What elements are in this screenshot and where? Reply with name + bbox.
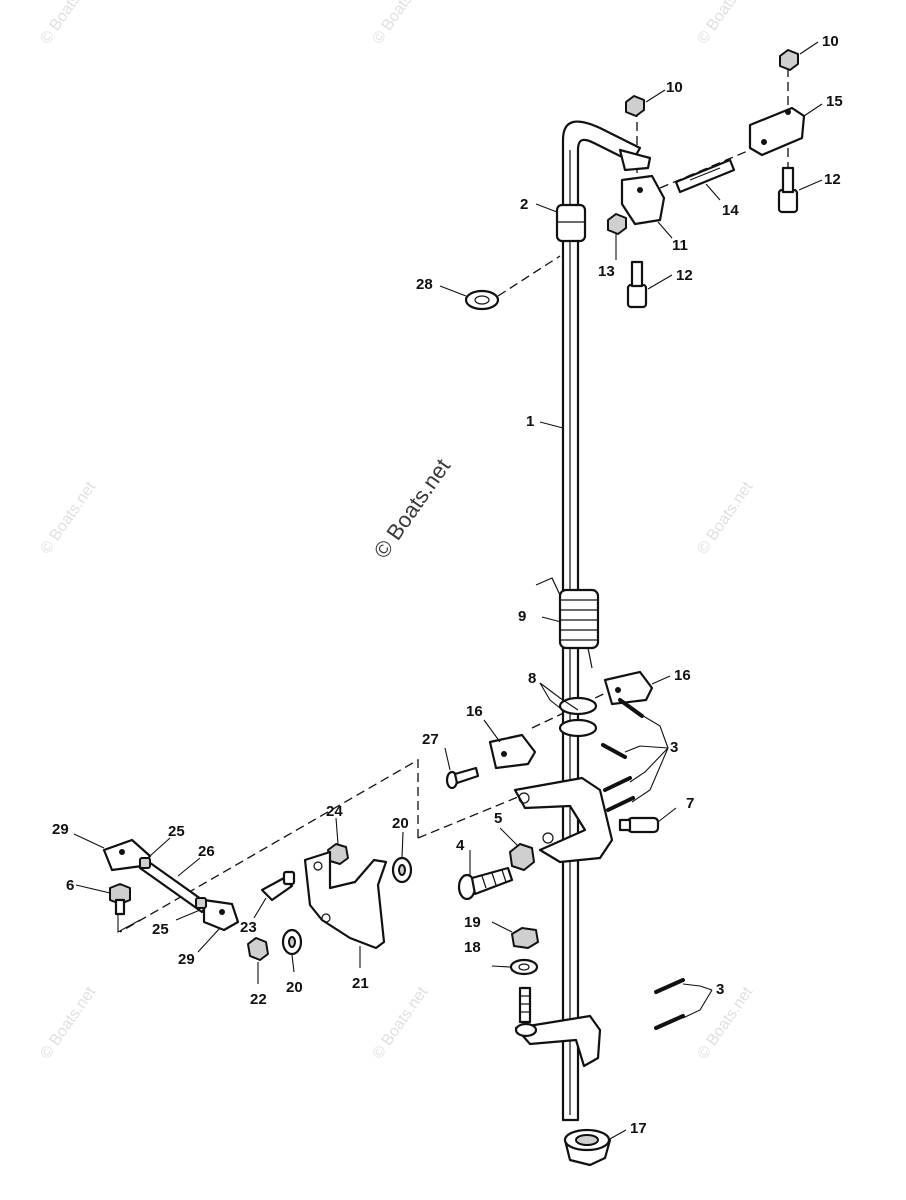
watermark-tile: © Boats.net [694, 983, 756, 1062]
callout-22: 22 [250, 991, 267, 1008]
grommet-part-17 [563, 1128, 612, 1167]
washer-part-20 [281, 856, 413, 956]
watermark-tile: © Boats.net [694, 478, 756, 557]
stud-part-12 [626, 166, 799, 309]
watermark-tile: © Boats.net [37, 478, 99, 557]
callout-20: 20 [286, 979, 303, 996]
watermark-tile: © Boats.net [694, 0, 756, 47]
block-part-15 [748, 106, 806, 157]
fitting-part-7 [618, 816, 660, 834]
callout-12: 12 [824, 171, 841, 188]
watermark-tile: © Boats.net [37, 0, 99, 47]
callout-21: 21 [352, 975, 369, 992]
callout-5: 5 [494, 810, 502, 827]
e-clip-part-28 [464, 289, 500, 311]
nut-part-5 [509, 843, 535, 871]
callout-4: 4 [456, 837, 465, 854]
spring-part-9 [535, 577, 600, 669]
callout-10: 10 [666, 79, 683, 96]
callout-7: 7 [686, 795, 694, 812]
bushing-part-2 [555, 203, 587, 243]
callout-26: 26 [198, 843, 215, 860]
callout-16: 16 [466, 703, 483, 720]
watermark-tile: © Boats.net [37, 983, 99, 1062]
pin-part-3 [601, 698, 685, 1030]
callout-23: 23 [240, 919, 257, 936]
callout-17: 17 [630, 1120, 647, 1137]
callout-27: 27 [422, 731, 439, 748]
callout-14: 14 [722, 202, 739, 219]
callout-24: 24 [326, 803, 343, 820]
callout-8: 8 [528, 670, 536, 687]
screw-part-27 [445, 766, 480, 790]
callout-19: 19 [464, 914, 481, 931]
callout-1: 1 [526, 413, 534, 430]
callout-18: 18 [464, 939, 481, 956]
callout-2: 2 [520, 196, 528, 213]
collar-part-8 [558, 696, 598, 738]
clamp-part-16 [488, 670, 654, 770]
callout-16: 16 [674, 667, 691, 684]
callout-28: 28 [416, 276, 433, 293]
watermark-tile: © Boats.net [369, 0, 431, 47]
callout-11: 11 [672, 237, 688, 254]
watermark-tile: © Boats.net [369, 983, 431, 1062]
callout-3: 3 [670, 739, 678, 756]
linkage-rod-part-26 [102, 838, 240, 932]
callout-20: 20 [392, 815, 409, 832]
callout-25: 25 [168, 823, 185, 840]
watermark-main: © Boats.net [369, 454, 456, 563]
callout-15: 15 [826, 93, 843, 110]
washer-part-18 [509, 958, 539, 976]
lever-arm-upper [513, 776, 614, 864]
callout-13: 13 [598, 263, 615, 280]
nut-part-22 [247, 937, 269, 961]
callout-29: 29 [52, 821, 69, 838]
callouts: 1 2 3 3 4 5 6 7 8 9 10 10 11 12 12 13 14… [52, 33, 843, 1137]
callout-29: 29 [178, 951, 195, 968]
callout-6: 6 [66, 877, 74, 894]
callout-12: 12 [676, 267, 693, 284]
callout-3: 3 [716, 981, 724, 998]
rod-part-14 [674, 158, 736, 194]
bracket-part-21 [303, 850, 388, 950]
callout-10: 10 [822, 33, 839, 50]
link-block-part-11 [620, 174, 666, 226]
nut-part-10 [625, 49, 799, 117]
nut-part-19 [511, 927, 539, 949]
stud-part-23 [260, 870, 296, 902]
nut-part-13 [607, 213, 627, 235]
callout-25: 25 [152, 921, 169, 938]
screw-part-4 [457, 866, 514, 901]
leader-lines [73, 41, 823, 1141]
stud-part-6 [109, 883, 131, 916]
callout-9: 9 [518, 608, 526, 625]
lever-arm-lower [514, 986, 602, 1068]
